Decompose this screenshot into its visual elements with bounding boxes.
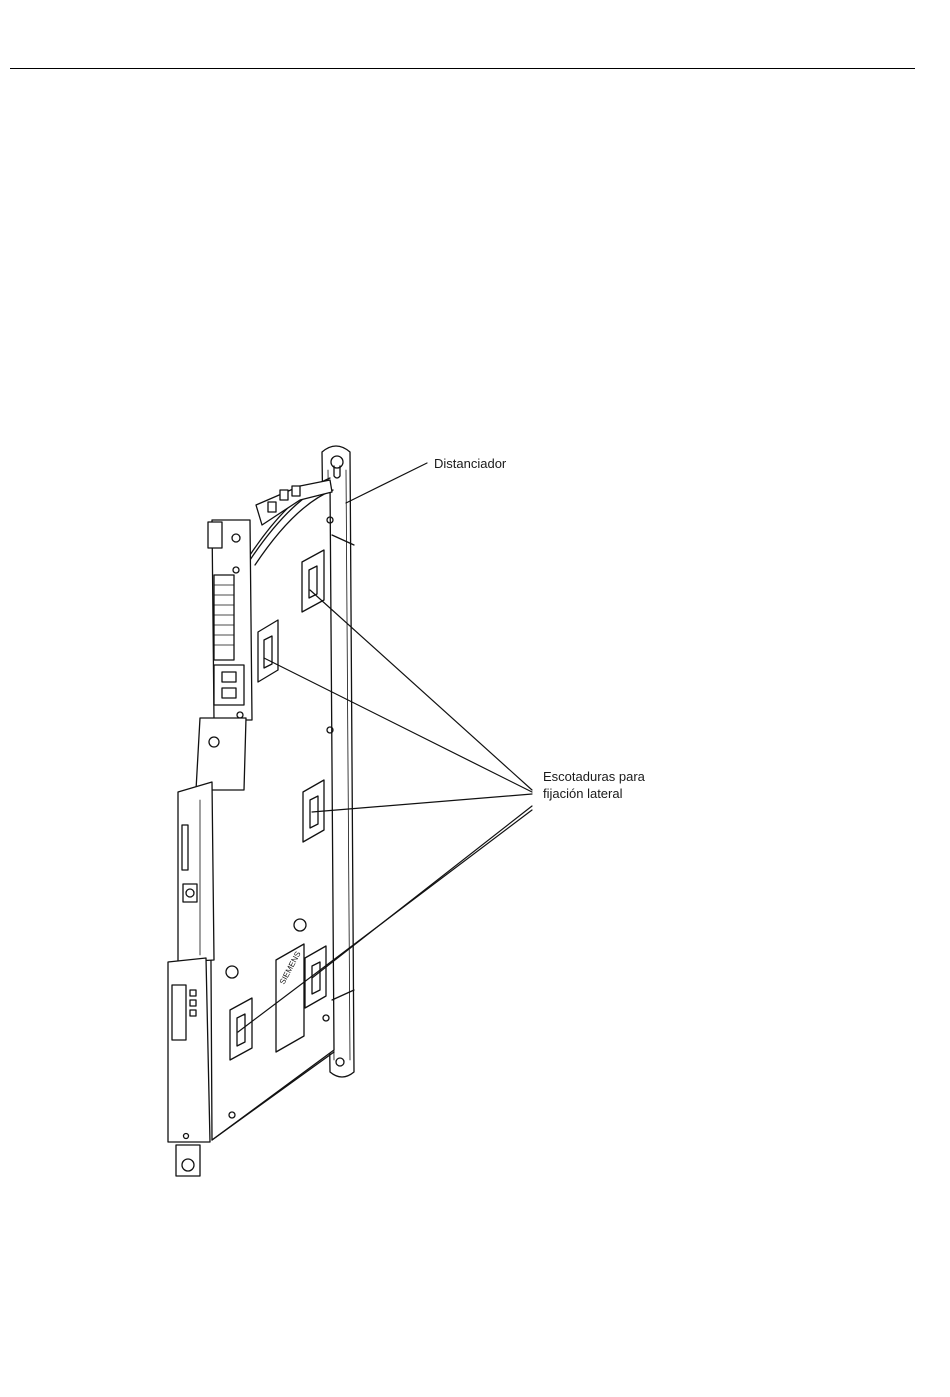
cutouts-label-line1: Escotaduras para — [543, 768, 645, 785]
cutouts-label-line2: fijación lateral — [543, 785, 645, 802]
spacer-label: Distanciador — [434, 455, 506, 472]
device-body: SIEMENS — [168, 478, 354, 1176]
leader-spacer — [346, 463, 427, 503]
lower-module — [168, 958, 210, 1176]
cutouts-label: Escotaduras para fijación lateral — [543, 768, 645, 802]
brand-plate: SIEMENS — [276, 944, 304, 1052]
control-unit — [178, 782, 214, 962]
